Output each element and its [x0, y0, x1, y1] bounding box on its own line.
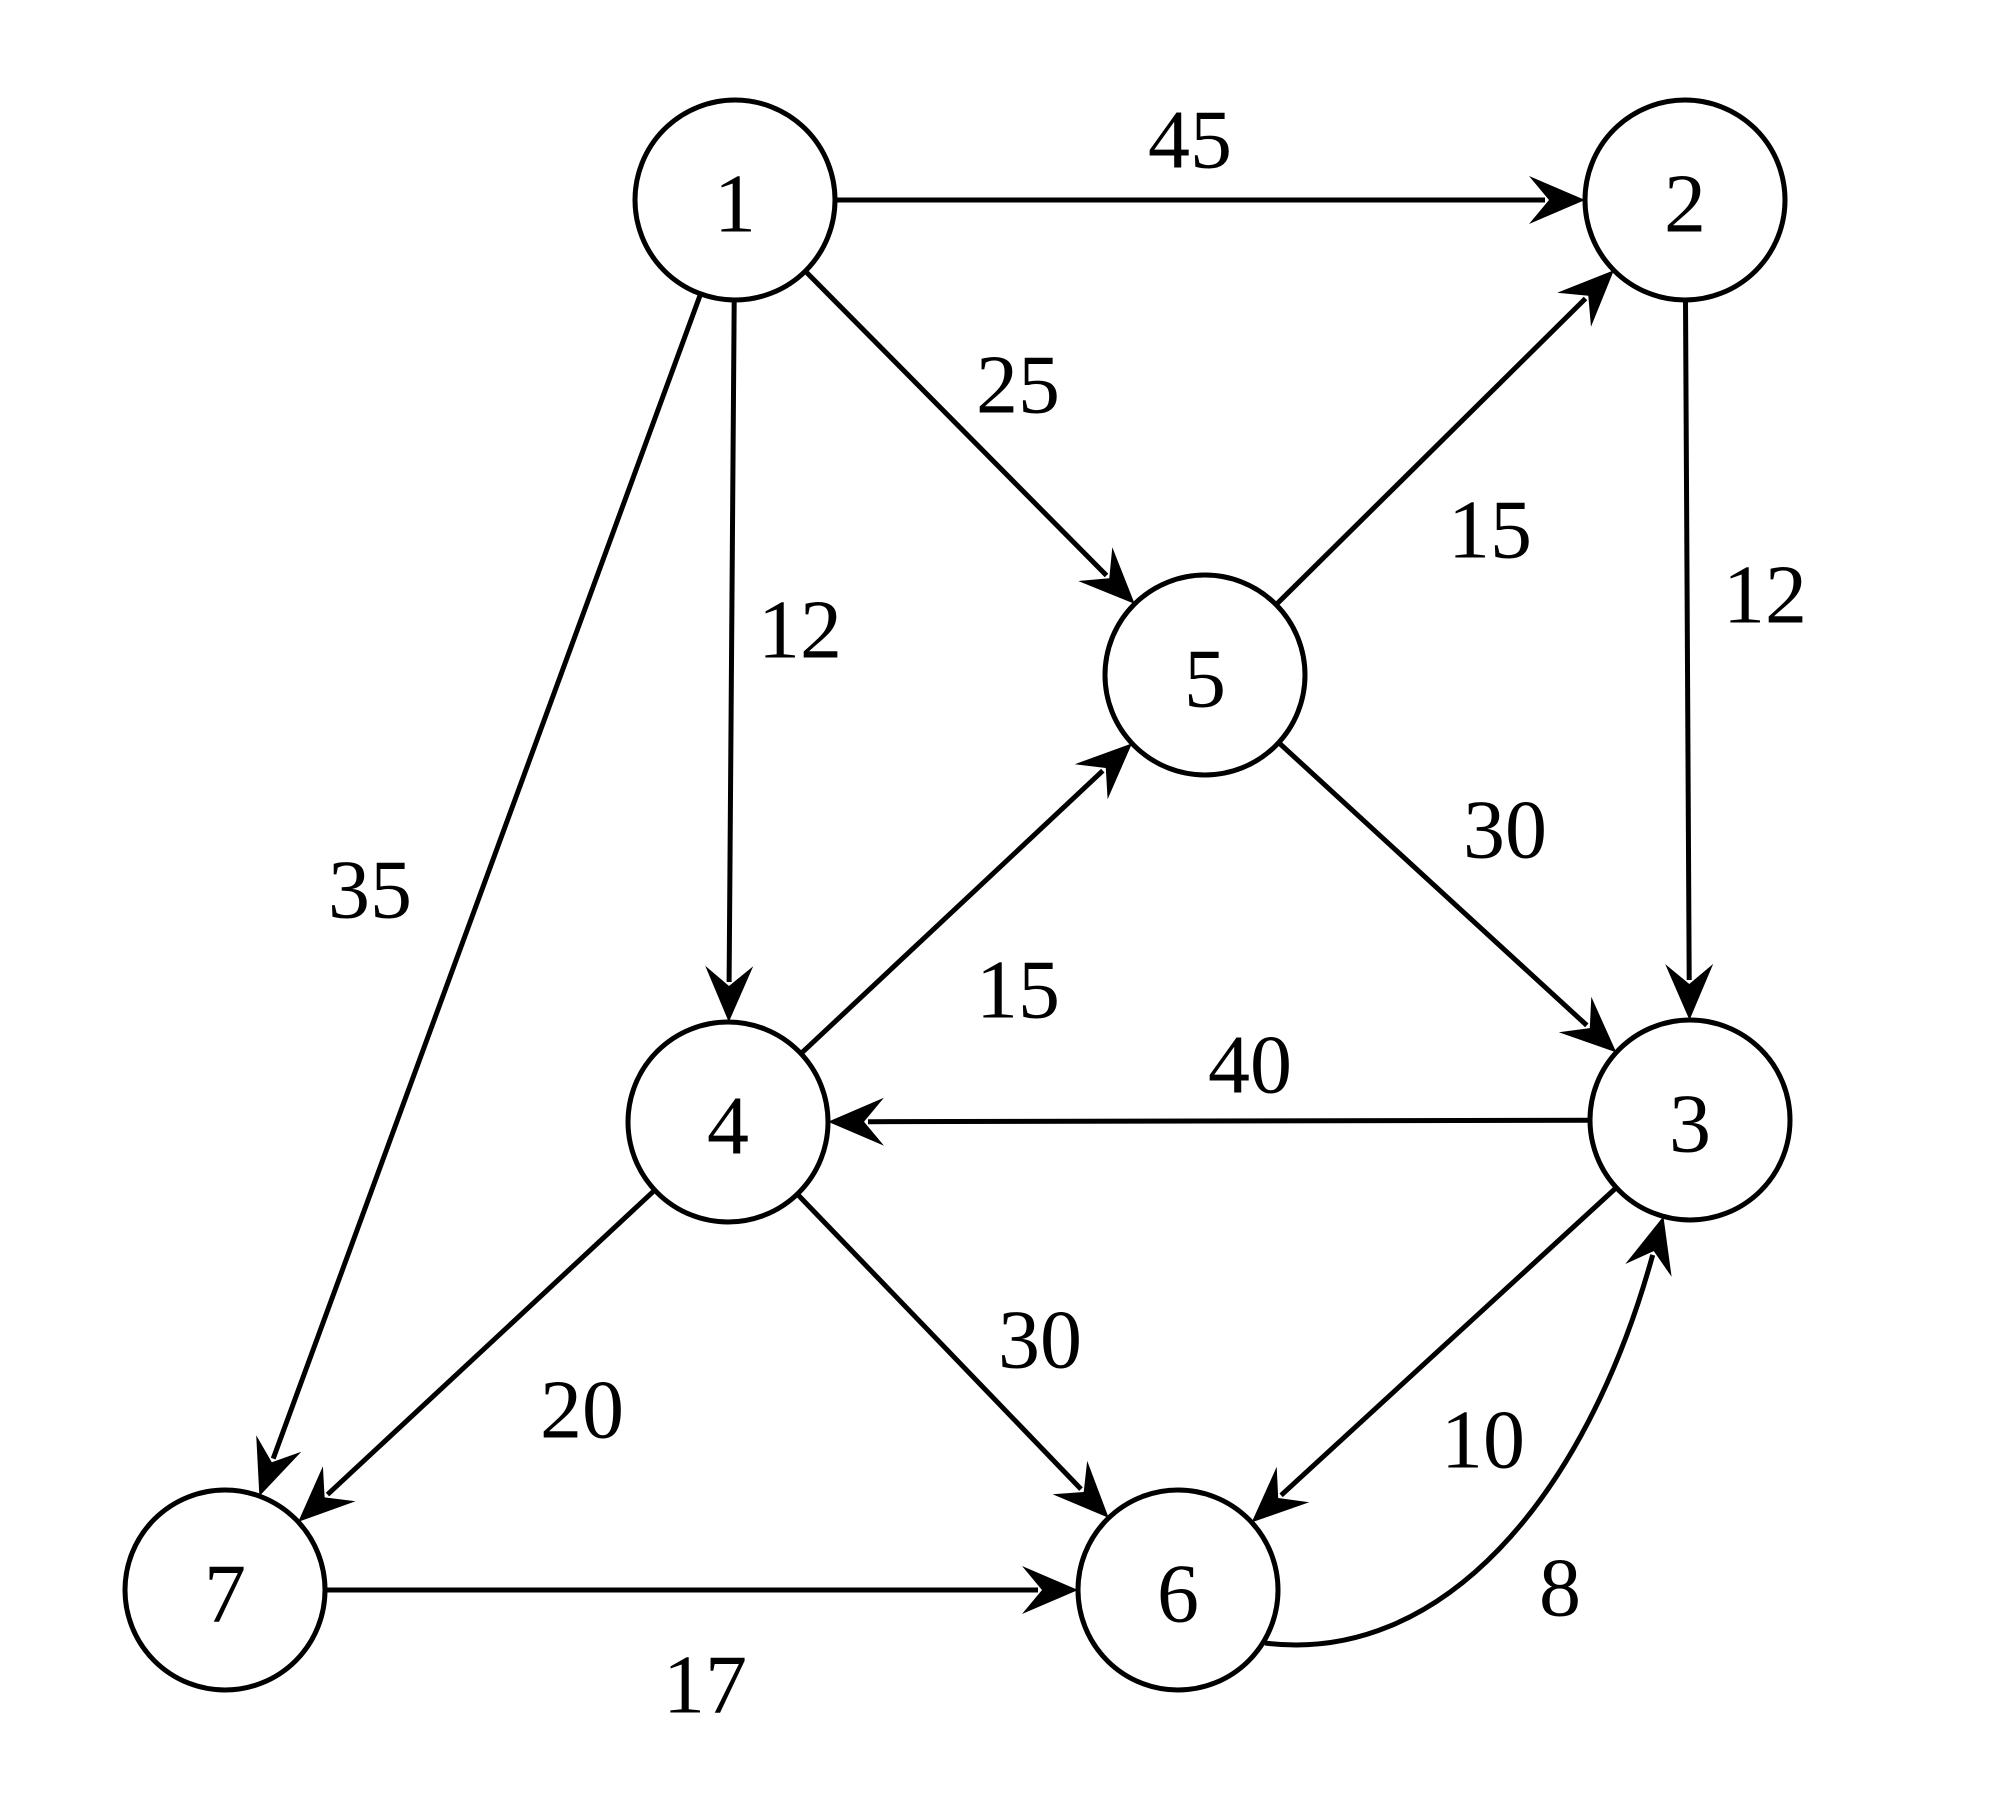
- edge-weight-label: 12: [758, 584, 842, 677]
- arrowhead-icon: [705, 965, 754, 1022]
- edge-line: [795, 1192, 1083, 1491]
- edge-5-to-2: [1274, 270, 1614, 607]
- arrowhead-icon: [1251, 1466, 1310, 1523]
- edge-weight-label: 40: [1208, 1019, 1292, 1112]
- edge-2-to-3: [1665, 299, 1714, 1020]
- edge-6-to-3: [1264, 1216, 1672, 1648]
- node-circle: [122, 1487, 328, 1693]
- edge-weight-label: 35: [328, 844, 412, 937]
- edge-weight-label: 8: [1539, 1542, 1581, 1635]
- edge-line: [1264, 1254, 1656, 1648]
- arrowhead-icon: [1625, 1216, 1672, 1277]
- edge-4-to-5: [799, 743, 1132, 1056]
- arrowhead-icon: [1558, 996, 1617, 1053]
- edge-weight-label: 15: [976, 944, 1060, 1037]
- arrowhead-icon: [1074, 743, 1132, 800]
- edge-4-to-7: [298, 1188, 657, 1522]
- edge-line: [803, 269, 1109, 578]
- node-label: 2: [1664, 158, 1706, 251]
- edge-line: [1683, 299, 1692, 981]
- edge-line: [799, 768, 1105, 1056]
- edge-weight-label: 12: [1723, 549, 1807, 642]
- edges-layer: [256, 176, 1714, 1648]
- edge-line: [270, 293, 703, 1460]
- arrowhead-icon: [1052, 1460, 1109, 1518]
- edge-weight-label: 10: [1441, 1394, 1525, 1487]
- node-3: 3: [1587, 1017, 1793, 1223]
- edge-line: [1274, 296, 1588, 607]
- node-circle: [1582, 97, 1788, 303]
- node-6: 6: [1075, 1487, 1281, 1693]
- node-circle: [1587, 1017, 1793, 1223]
- edge-weight-label: 30: [1463, 784, 1547, 877]
- arrowhead-icon: [1078, 547, 1135, 604]
- edge-1-to-5: [803, 269, 1135, 604]
- edge-weight-label: 30: [998, 1294, 1082, 1387]
- node-7: 7: [122, 1487, 328, 1693]
- node-label: 6: [1157, 1548, 1199, 1641]
- node-1: 1: [632, 97, 838, 303]
- node-label: 5: [1184, 633, 1226, 726]
- edge-4-to-6: [795, 1192, 1109, 1518]
- edge-1-to-2: [835, 176, 1585, 224]
- arrowhead-icon: [1022, 1566, 1078, 1614]
- arrowhead-icon: [1557, 270, 1614, 327]
- edge-weight-label: 15: [1448, 484, 1532, 577]
- arrowhead-icon: [828, 1097, 884, 1146]
- edge-1-to-7: [256, 293, 703, 1497]
- node-label: 4: [707, 1080, 749, 1173]
- node-circle: [632, 97, 838, 303]
- node-label: 7: [204, 1548, 246, 1641]
- edge-7-to-6: [325, 1566, 1078, 1614]
- edge-weight-label: 20: [540, 1364, 624, 1457]
- node-4: 4: [625, 1019, 831, 1225]
- edge-1-to-4: [705, 299, 754, 1022]
- edge-line: [1277, 740, 1589, 1028]
- arrowhead-icon: [1529, 176, 1585, 224]
- node-circle: [1075, 1487, 1281, 1693]
- edge-weight-label: 17: [663, 1639, 747, 1732]
- edge-line: [726, 299, 737, 983]
- node-5: 5: [1102, 572, 1308, 778]
- edge-line: [325, 1188, 657, 1497]
- node-label: 3: [1669, 1078, 1711, 1171]
- edge-weight-label: 45: [1148, 94, 1232, 187]
- node-2: 2: [1582, 97, 1788, 303]
- edge-3-to-6: [1251, 1185, 1618, 1523]
- edge-weight-label: 25: [976, 339, 1060, 432]
- node-circle: [625, 1019, 831, 1225]
- arrowhead-icon: [298, 1466, 356, 1522]
- arrowhead-icon: [256, 1435, 302, 1497]
- edge-5-to-3: [1277, 740, 1617, 1053]
- node-circle: [1102, 572, 1308, 778]
- edge-line: [867, 1117, 1591, 1125]
- arrowhead-icon: [1665, 963, 1714, 1020]
- edge-line: [1279, 1185, 1618, 1498]
- node-label: 1: [714, 158, 756, 251]
- edge-3-to-4: [828, 1097, 1591, 1146]
